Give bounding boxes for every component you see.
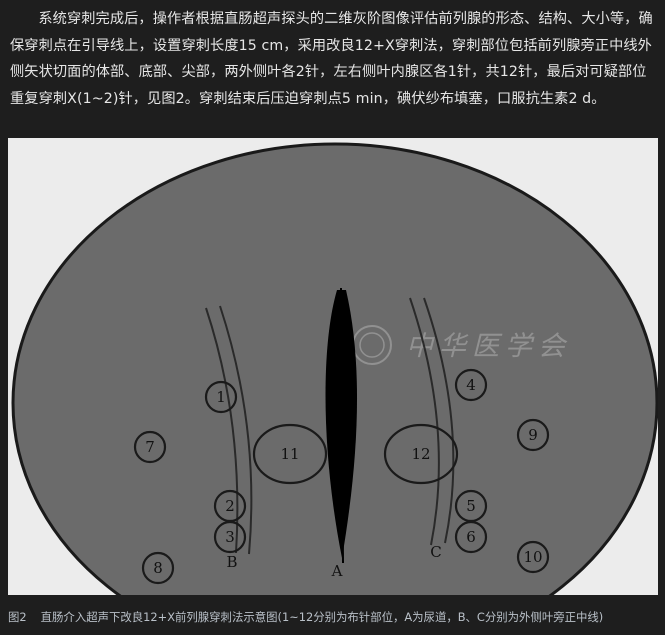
point-6-circle bbox=[454, 520, 488, 554]
point-12-label: 12 bbox=[411, 445, 430, 463]
point-11-label: 11 bbox=[280, 445, 299, 463]
point-12-circle bbox=[383, 423, 459, 485]
figure-caption: 图2 直肠介入超声下改良12+X前列腺穿刺法示意图(1~12分别为布针部位，A为尿… bbox=[8, 609, 663, 625]
point-5-label: 5 bbox=[466, 497, 476, 515]
watermark-text: 中华医学会 bbox=[406, 331, 571, 362]
point-7-label: 7 bbox=[145, 438, 155, 456]
body-paragraph: 系统穿刺完成后，操作者根据直肠超声探头的二维灰阶图像评估前列腺的形态、结构、大小… bbox=[10, 11, 653, 107]
point-11-circle bbox=[252, 423, 328, 485]
watermark: 中华医学会 bbox=[352, 325, 571, 365]
point-9-label: 9 bbox=[528, 426, 538, 444]
point-6-label: 6 bbox=[466, 528, 476, 546]
point-10-label: 10 bbox=[523, 548, 542, 566]
paramedian-line-b bbox=[205, 305, 253, 555]
caption-text: 直肠介入超声下改良12+X前列腺穿刺法示意图(1~12分别为布针部位，A为尿道，… bbox=[40, 610, 604, 624]
figure-diagram: 中华医学会 1 bbox=[11, 142, 658, 595]
line-label-b: B bbox=[226, 553, 237, 571]
point-4-label: 4 bbox=[466, 376, 476, 394]
line-label-c: C bbox=[430, 543, 441, 561]
point-8-circle bbox=[141, 551, 175, 585]
point-7-circle bbox=[133, 430, 167, 464]
point-4-circle bbox=[454, 368, 488, 402]
urethra-midline bbox=[340, 287, 344, 564]
point-1-label: 1 bbox=[216, 388, 226, 406]
prostate-biopsy-figure: 中华医学会 1 bbox=[8, 138, 658, 595]
point-3-label: 3 bbox=[225, 528, 235, 546]
point-9-circle bbox=[516, 418, 550, 452]
point-8-label: 8 bbox=[153, 559, 163, 577]
point-2-label: 2 bbox=[225, 497, 235, 515]
point-10-circle bbox=[516, 540, 550, 574]
paramedian-line-c bbox=[409, 297, 455, 546]
point-3-circle bbox=[213, 520, 247, 554]
point-1-circle bbox=[204, 380, 238, 414]
figure-number: 图2 bbox=[8, 610, 27, 624]
line-label-a: A bbox=[331, 562, 343, 580]
